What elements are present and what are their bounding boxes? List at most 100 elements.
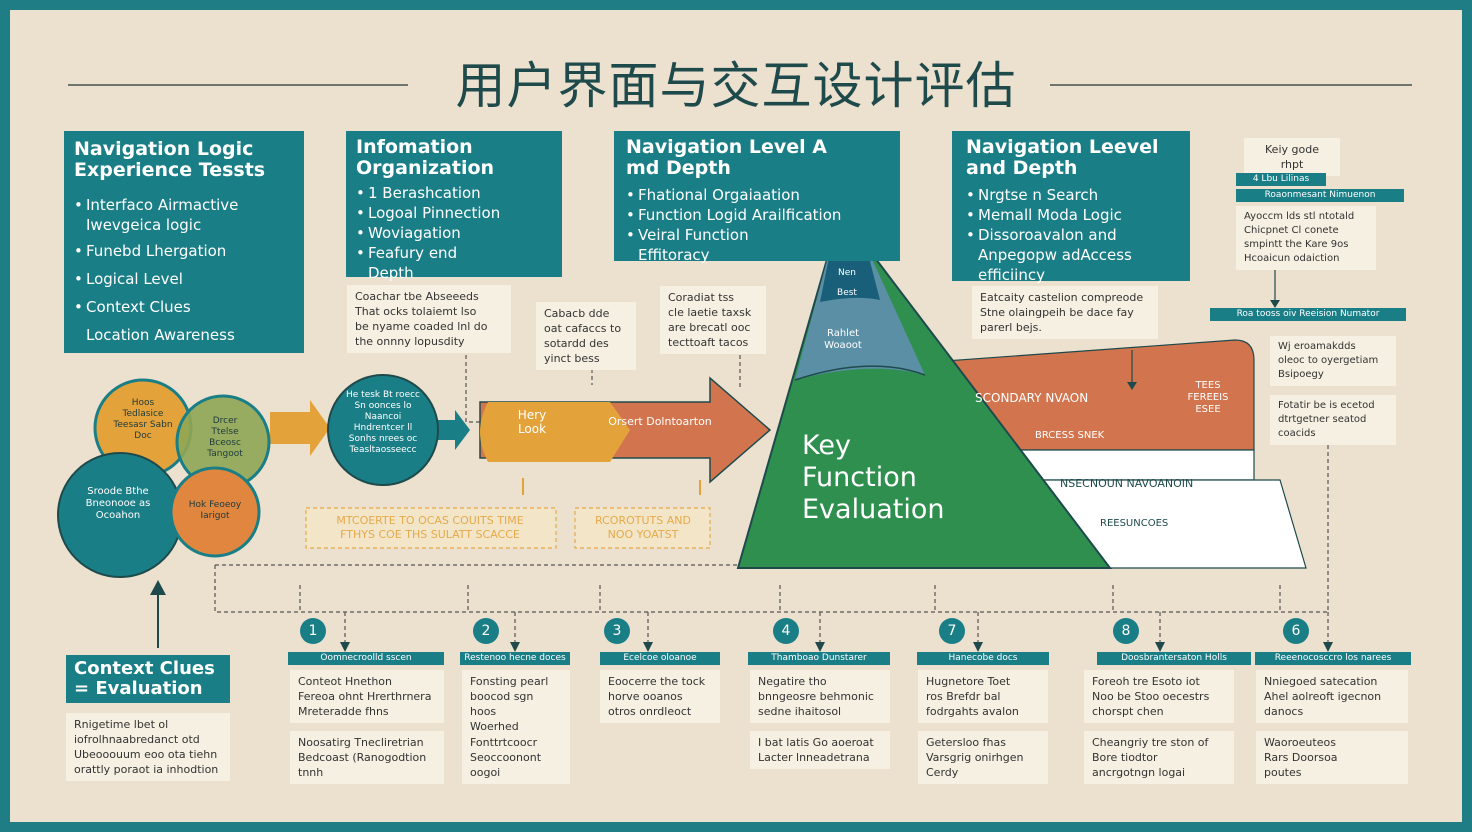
- note-line: ancrgotngn logai: [1092, 766, 1186, 779]
- note-line: Hugnetore Toet: [926, 675, 1011, 688]
- step-header: Ecelcoe oloanoe: [600, 652, 720, 665]
- stratum-label-3: Tees Fereeis Esee: [1187, 380, 1229, 415]
- note-2: Cabacb dde oat cafaccs to sotardd des yi…: [536, 302, 636, 370]
- step-number-badge: 7: [939, 618, 965, 644]
- note-line: sedne ihaitosol: [758, 705, 842, 718]
- note-line: Getersloo fhas: [926, 736, 1006, 749]
- stratum-label-1: Scondary Nvaon: [975, 391, 1089, 405]
- note-line: dtrtgetner seatod: [1278, 414, 1367, 425]
- note-line: smpintt the Kare 9os: [1244, 239, 1349, 250]
- box1-item: Iwevgeica logic: [86, 216, 202, 234]
- arrow-label-1: Hery Look: [517, 408, 547, 436]
- stratum-label-5: Reesuncoes: [1100, 518, 1169, 529]
- teal-circle: [327, 374, 439, 486]
- box1-item: Interfaco Airmactive: [74, 195, 294, 215]
- right-header-2: Roaonmesant Nimuenon: [1236, 189, 1404, 202]
- note-1: Coachar tbe Abseeeds That ocks tolaiemt …: [347, 285, 511, 353]
- note-4: Eatcaity castelion compreode Stne olaing…: [972, 286, 1158, 339]
- dashed-label-2: Rcorotuts and Noo yoatst: [578, 514, 708, 542]
- box2-item: Feafury end: [356, 243, 552, 263]
- box2-item: 1 Berashcation: [356, 183, 552, 203]
- note-line: Nniegoed satecation: [1264, 675, 1378, 688]
- note-line: Cerdy: [926, 766, 959, 779]
- box1-item: Location Awareness: [86, 326, 235, 344]
- step-header: Reeenocosccro los narees: [1255, 652, 1411, 665]
- note-line: Lacter lnneadetrana: [758, 751, 870, 764]
- note-line: Varsgrig onirhgen: [926, 751, 1024, 764]
- dashed-line: Fthys coe ths sulatt scacce: [340, 528, 520, 541]
- note-line: poutes: [1264, 766, 1302, 779]
- box4-item: Anpegopw adAccess: [978, 246, 1132, 264]
- note-line: Fotatir be is ecetod: [1278, 400, 1375, 411]
- note-line: Ayoccm lds stl ntotald: [1244, 211, 1355, 222]
- box4-item: Memall Moda Logic: [966, 205, 1176, 225]
- note-line: oleoc to oyergetiam: [1278, 355, 1379, 366]
- note-line: Eoocerre the tock: [608, 675, 706, 688]
- canvas: 用户界面与交互设计评估: [10, 10, 1462, 822]
- step-number-badge: 3: [604, 618, 630, 644]
- note-line: otros onrdleoct: [608, 705, 692, 718]
- note-line: Wj eroamakdds: [1278, 341, 1356, 352]
- box-navigation-leevel: Navigation Leevel and Depth Nrgtse n Sea…: [952, 131, 1190, 284]
- step-number-badge: 6: [1283, 618, 1309, 644]
- right-notes-1: Ayoccm lds stl ntotald Chicpnet Cl conet…: [1236, 206, 1376, 270]
- note-line: boocod sgn hoos: [470, 690, 534, 718]
- box2-title: Infomation Organization: [356, 136, 495, 179]
- note-line: That ocks tolaiemt lso: [355, 305, 477, 318]
- box3-item: Veiral Function: [626, 225, 888, 245]
- note-line: be nyame coaded lnl do: [355, 320, 488, 333]
- box1-item: Context Clues: [74, 297, 294, 317]
- step-number-badge: 8: [1113, 618, 1139, 644]
- note-line: parerl bejs.: [980, 321, 1042, 334]
- right-notes-2: Wj eroamakdds oleoc to oyergetiam Bsipoe…: [1270, 336, 1396, 386]
- note-line: oogoi: [470, 766, 501, 779]
- note-line: Chicpnet Cl conete: [1244, 225, 1339, 236]
- note-line: Woerhed: [470, 720, 519, 733]
- context-notes: Rnigetime lbet ol iofrolhnaabredanct otd…: [66, 713, 230, 781]
- step-header: Doosbrantersaton Holls: [1097, 652, 1251, 665]
- note-line: Noosatirg Tnecliretrian: [298, 736, 424, 749]
- note-line: Waoroeuteos: [1264, 736, 1336, 749]
- note-line: Coradiat tss: [668, 291, 735, 304]
- title-rule-right: [1050, 84, 1412, 86]
- note-line: orattly poraot ia inhodtion: [74, 763, 219, 776]
- box4-item: efficiincy: [978, 266, 1045, 284]
- box3-item: Fhational Orgaiaation: [626, 185, 888, 205]
- dashed-box-1: [305, 507, 557, 549]
- note-line: I bat latis Go aoeroat: [758, 736, 874, 749]
- triangle-band: Rahlet Woaoot: [824, 328, 862, 351]
- note-line: Rnigetime lbet ol: [74, 718, 169, 731]
- dashed-label-1: Mtcoerte to ocas couits time Fthys coe t…: [310, 514, 550, 542]
- dashed-box-2: [574, 507, 711, 549]
- note-line: Seoccoonont: [470, 751, 542, 764]
- step-header: Restenoo hecne doces: [460, 652, 570, 665]
- note-line: Stne olaingpeih be dace fay: [980, 306, 1134, 319]
- key-note: Keiy gode rhpt: [1244, 138, 1340, 176]
- note-line: oat cafaccs to: [544, 322, 622, 335]
- venn-teal-text: Sroode Bthe Bneonooe as Ocoahon: [85, 486, 151, 521]
- note-line: sotardd des: [544, 337, 609, 350]
- dashed-label-boxes: [305, 507, 711, 549]
- context-title: Context Clues = Evaluation: [74, 658, 215, 699]
- note-line: iofrolhnaabredanct otd: [74, 733, 200, 746]
- triangle-main-label: Key Function Evaluation: [802, 430, 945, 525]
- venn-olive-text: Drcer Ttelse Bceosc Tangoot: [207, 416, 243, 459]
- box2-item: Woviagation: [356, 223, 552, 243]
- note-line: coacids: [1278, 428, 1316, 439]
- note-line: ros Brefdr bal: [926, 690, 1001, 703]
- arrow-orange-small: [270, 400, 330, 456]
- box1-title: Navigation Logic Experience Tessts: [74, 138, 266, 181]
- note-line: Fonsting pearl: [470, 675, 549, 688]
- box-navigation-logic: Navigation Logic Experience Tessts Inter…: [64, 131, 304, 353]
- note-line: Cabacb dde: [544, 307, 610, 320]
- note-line: Coachar tbe Abseeeds: [355, 290, 479, 303]
